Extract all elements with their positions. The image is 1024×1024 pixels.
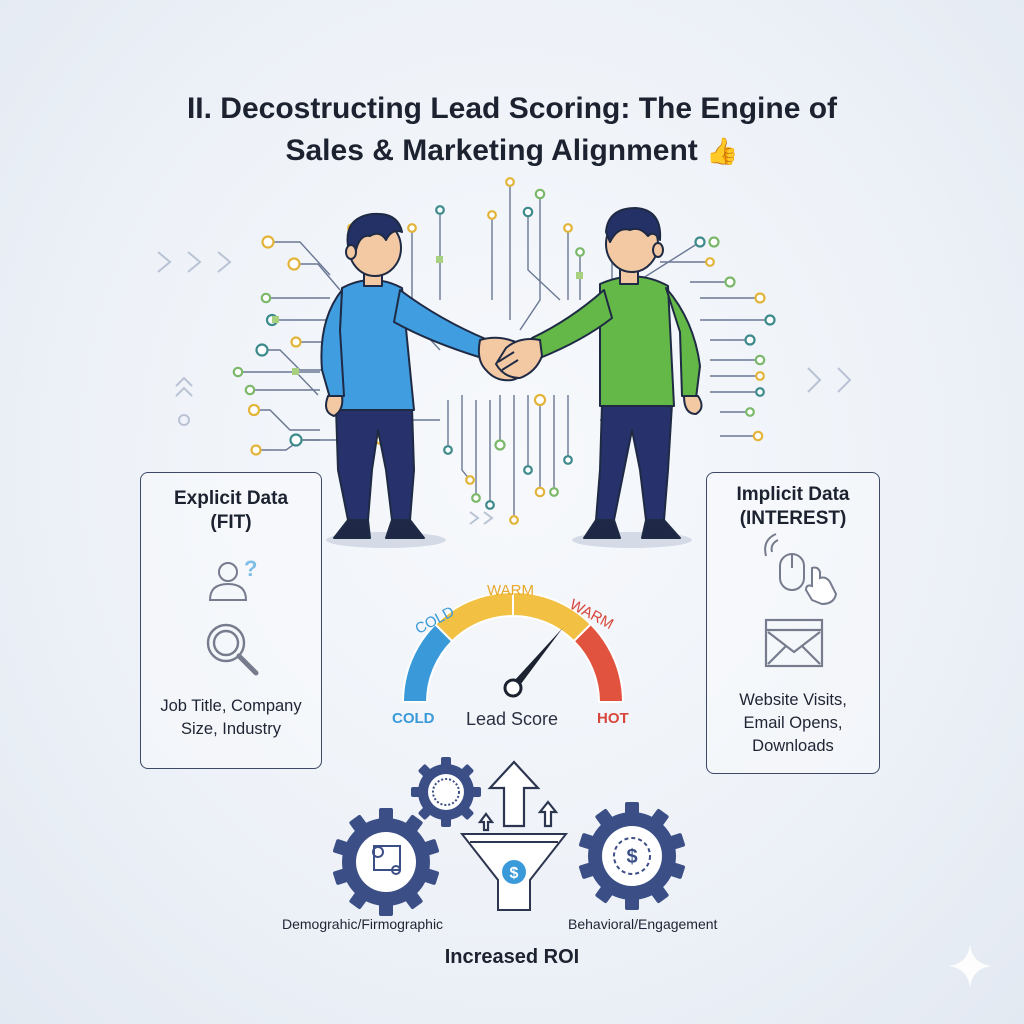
gear-tooth (411, 787, 420, 797)
question-mark-icon: ? (244, 556, 257, 581)
explicit-body: Job Title, Company Size, Industry (141, 695, 321, 741)
gauge-name: Lead Score (466, 709, 559, 729)
gear-tooth (441, 757, 451, 766)
chevron-decoration-right (469, 367, 852, 525)
gear-tooth (625, 898, 639, 910)
handshake-icon (477, 336, 544, 382)
person-right (531, 207, 703, 539)
gear-tooth (405, 892, 423, 910)
explicit-title: Explicit Data (FIT) (141, 487, 321, 535)
gear-right-large: $ (578, 802, 686, 910)
gear-tooth (670, 833, 686, 850)
explicit-data-panel: Explicit Data (FIT) Job Title, Company S… (140, 472, 322, 769)
gauge-label-hot: HOT (597, 710, 629, 727)
gear-top-small (411, 757, 481, 827)
caption-behavioral: Behavioral/Engagement (568, 916, 718, 932)
title-line-2-text: Sales & Marketing Alignment (285, 134, 698, 167)
gear-tooth (625, 802, 639, 814)
title-line-2: Sales & Marketing Alignment 👍 (0, 130, 1024, 172)
gear-tooth (670, 862, 686, 879)
gauge-segment-1 (401, 622, 454, 703)
gear-tooth (418, 764, 431, 777)
implicit-body-line-2: Email Opens, (743, 714, 843, 732)
circuit-nodes (232, 177, 776, 525)
gauge-hub (503, 678, 523, 698)
email-envelope-icon (764, 618, 824, 668)
gauge-label-cold-bottom: COLD (392, 710, 435, 727)
gear-tooth (424, 839, 440, 856)
gear-tooth (651, 808, 669, 826)
gear-left-large (332, 808, 440, 916)
gear-tooth (332, 868, 348, 885)
implicit-title-line-1: Implicit Data (736, 484, 850, 505)
person-left (320, 212, 489, 539)
gauge-label-warm-top: WARM (487, 582, 534, 599)
caption-demographic: Demograhic/Firmographic (282, 916, 444, 932)
person-question-icon (208, 562, 248, 601)
gauge-needle (509, 627, 563, 691)
implicit-body-line-1: Website Visits, (739, 691, 847, 709)
result-increased-roi: Increased ROI (444, 946, 580, 968)
gear-tooth (595, 886, 613, 904)
funnel-icon: $ (459, 833, 569, 911)
gear-tooth (424, 868, 440, 885)
explicit-title-line-2: (FIT) (210, 512, 252, 533)
svg-text:$: $ (510, 865, 519, 882)
gear-tooth (418, 807, 431, 820)
magnifier-icon (206, 623, 259, 676)
title-line-1: II. Decostructing Lead Scoring: The Engi… (186, 92, 838, 125)
implicit-data-panel: Implicit Data (INTEREST) Website Visits,… (706, 472, 880, 774)
page-title: II. Decostructing Lead Scoring: The Engi… (0, 88, 1024, 172)
gear-tooth (441, 818, 451, 827)
gear-tooth (461, 807, 474, 820)
gear-tooth (595, 808, 613, 826)
gear-tooth (379, 808, 393, 820)
gauge-segment-4 (572, 622, 625, 703)
implicit-body-line-3: Downloads (752, 737, 834, 755)
explicit-title-line-1: Explicit Data (173, 488, 289, 509)
svg-text:$: $ (626, 846, 637, 868)
circuit-square-nodes (272, 256, 583, 375)
gear-tooth (461, 764, 474, 777)
thumbs-up-icon: 👍 (706, 136, 739, 166)
explicit-body-line-2: Size, Industry (181, 720, 281, 738)
gear-tooth (349, 814, 367, 832)
sparkle-icon (948, 944, 992, 988)
explicit-body-line-1: Job Title, Company (160, 697, 302, 715)
mouse-click-icon (764, 533, 838, 606)
implicit-body: Website Visits, Email Opens, Downloads (707, 689, 879, 758)
gear-tooth (472, 787, 481, 797)
implicit-title: Implicit Data (INTEREST) (707, 483, 879, 531)
gear-tooth (405, 814, 423, 832)
gear-tooth (379, 904, 393, 916)
growth-arrow-icon (477, 760, 559, 832)
gear-tooth (578, 833, 594, 850)
chevron-decoration-left (157, 251, 232, 426)
gear-tooth (349, 892, 367, 910)
implicit-title-line-2: (INTEREST) (739, 508, 847, 529)
gear-tooth (651, 886, 669, 904)
gear-tooth (578, 862, 594, 879)
lead-score-gauge (401, 590, 625, 703)
gear-tooth (332, 839, 348, 856)
